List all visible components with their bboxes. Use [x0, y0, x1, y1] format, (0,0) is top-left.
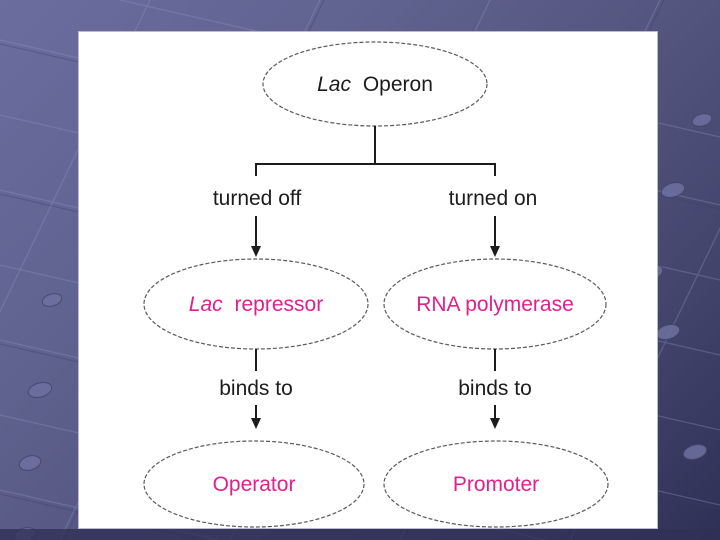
- edge-label-binds-to-left: binds to: [219, 377, 293, 400]
- connector-branch-bar: [255, 163, 496, 176]
- node-label-operator: Operator: [213, 473, 296, 496]
- diagram-panel: Lac Operon turned off turned on Lac: [78, 31, 658, 529]
- edge-label-turned-off: turned off: [213, 187, 302, 210]
- arrowhead-icon: [251, 246, 261, 257]
- arrow-to-rna-polymerase: [490, 216, 500, 257]
- arrow-to-promoter: [490, 405, 500, 429]
- node-label-lac-operon: Lac Operon: [317, 73, 433, 96]
- node-ellipse-promoter: [383, 440, 609, 528]
- node-label-promoter: Promoter: [453, 473, 539, 496]
- arrowhead-icon: [490, 418, 500, 429]
- edge-label-turned-on: turned on: [449, 187, 538, 210]
- bottom-strip: [0, 529, 720, 540]
- concept-map: Lac Operon turned off turned on Lac: [143, 41, 609, 528]
- arrowhead-icon: [490, 246, 500, 257]
- node-label-rna-polymerase: RNA polymerase: [416, 293, 574, 316]
- node-ellipse-operator: [143, 440, 365, 528]
- arrow-to-lac-repressor: [251, 216, 261, 257]
- edge-label-binds-to-right: binds to: [458, 377, 532, 400]
- arrow-to-operator: [251, 405, 261, 429]
- node-label-lac-repressor: Lac repressor: [189, 293, 323, 316]
- arrowhead-icon: [251, 418, 261, 429]
